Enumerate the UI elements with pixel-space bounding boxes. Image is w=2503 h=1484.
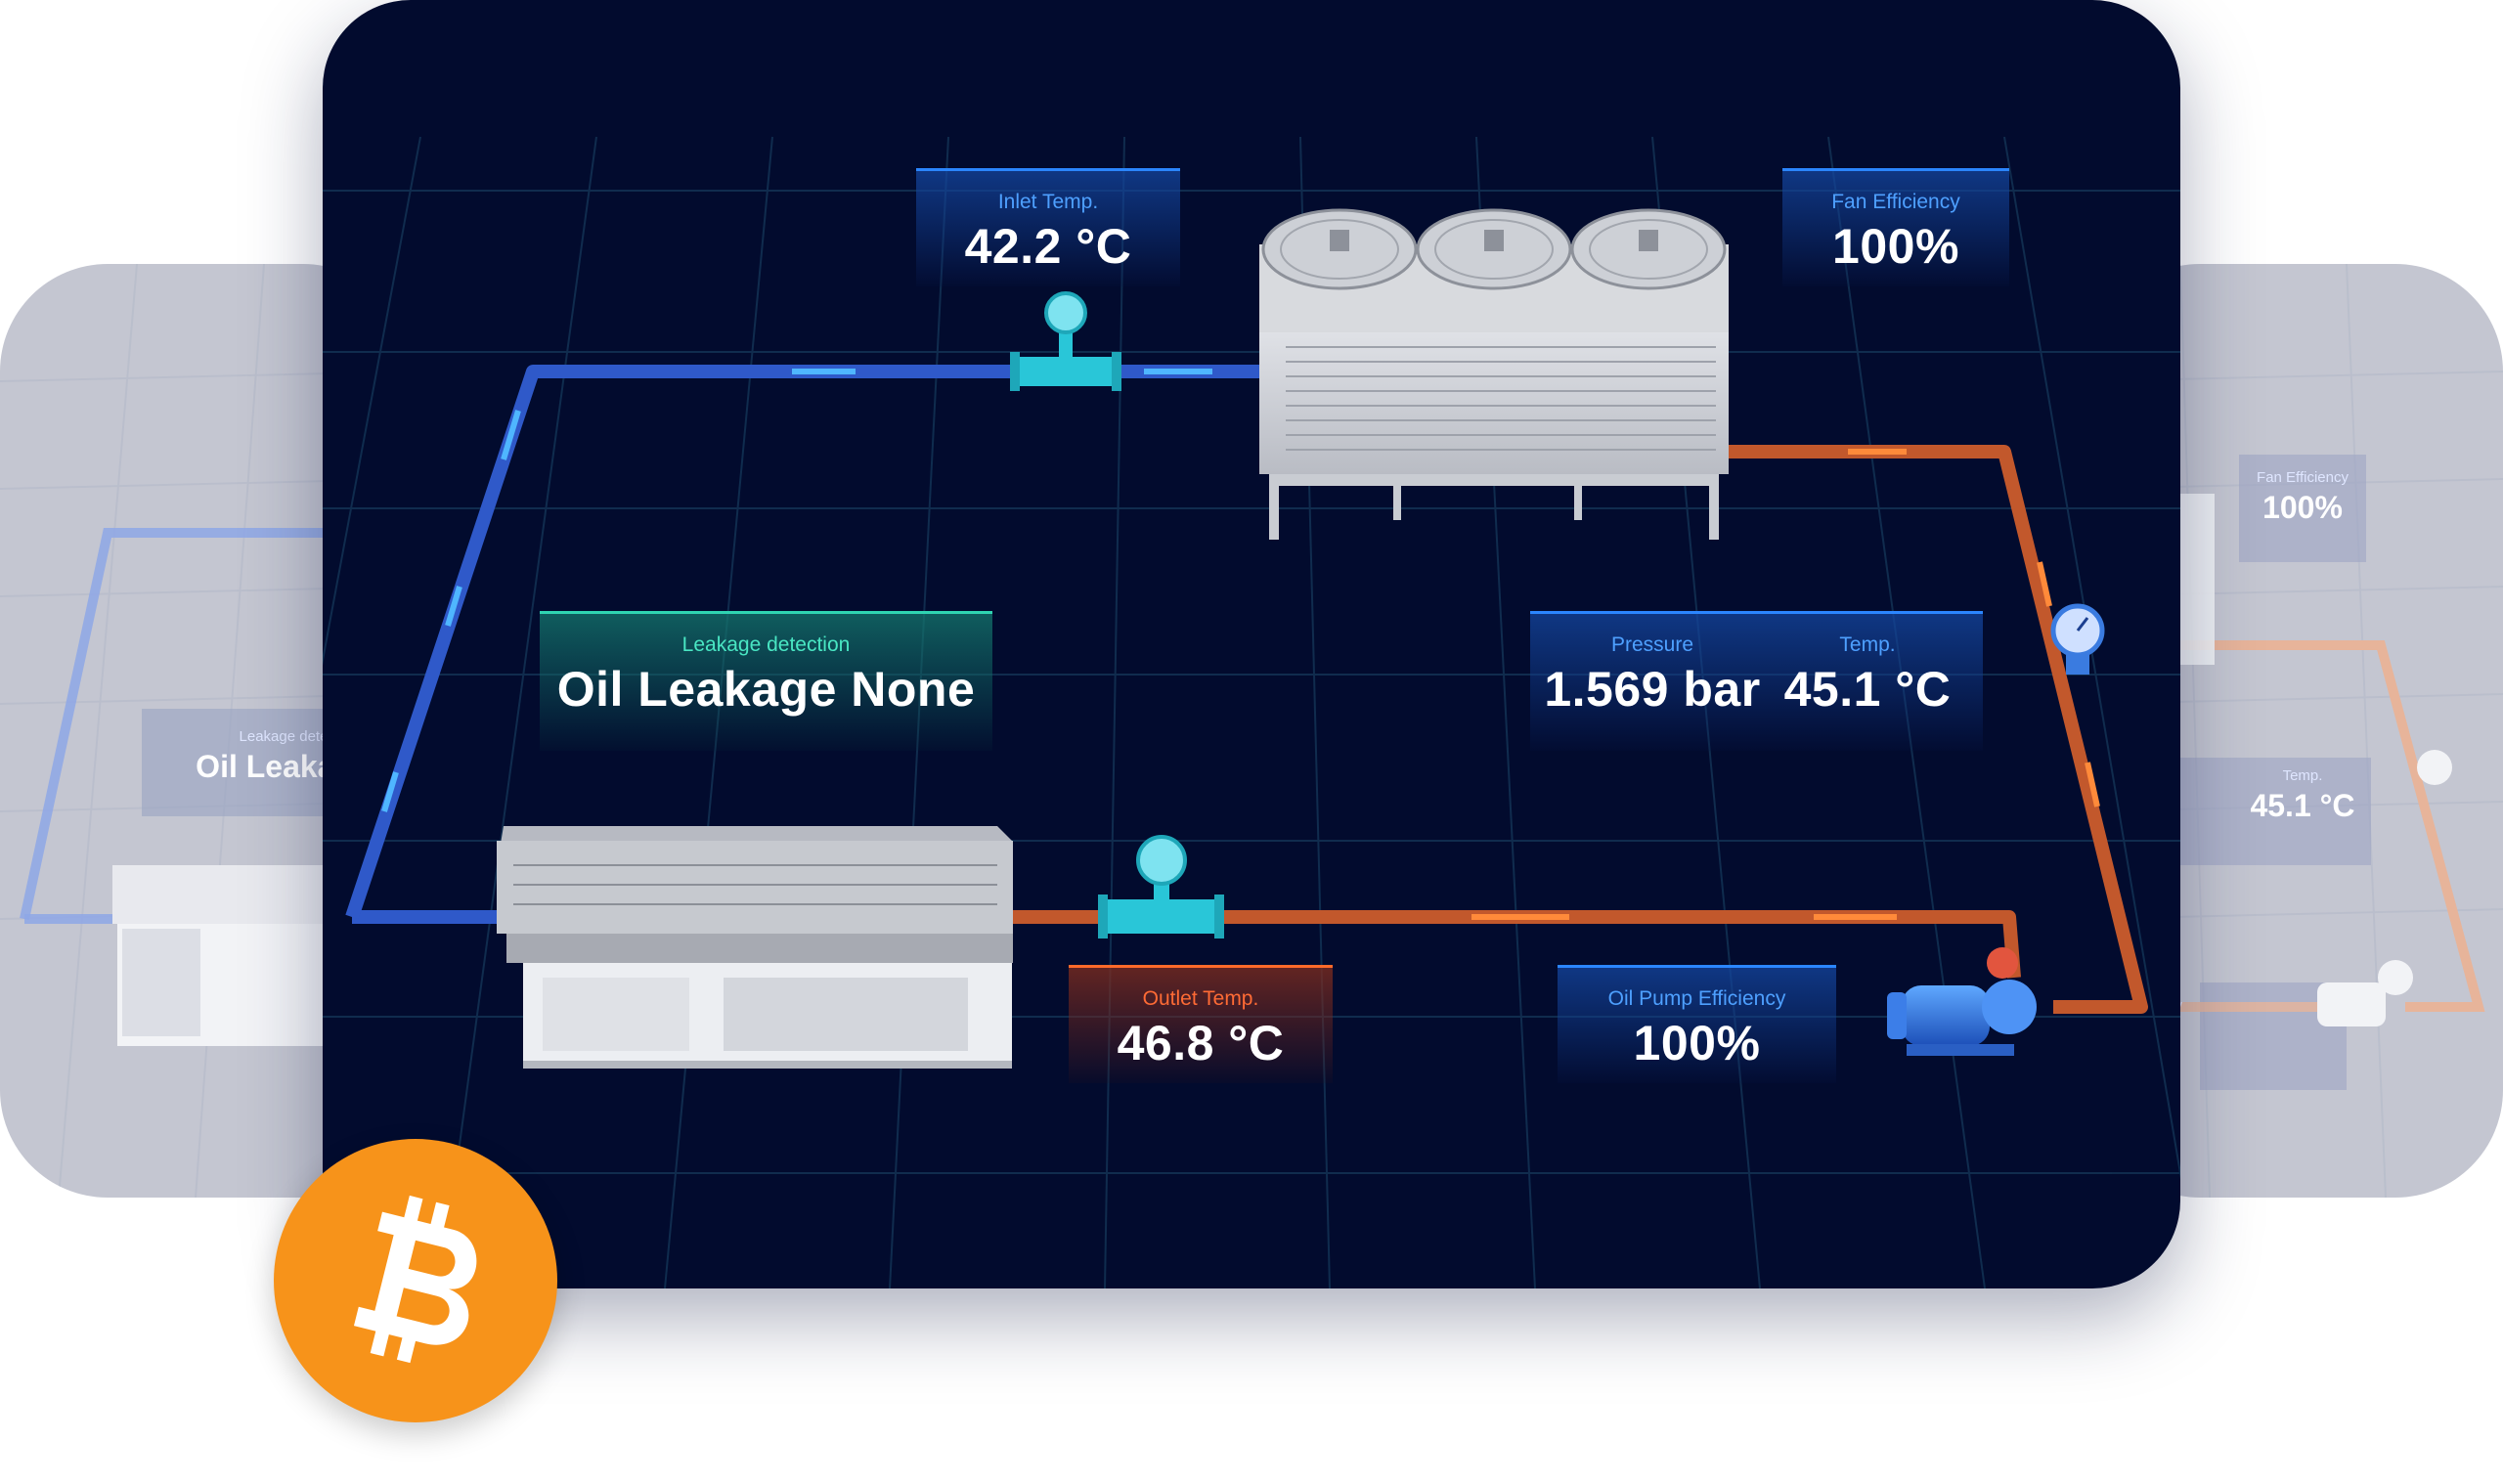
dry-cooler-unit xyxy=(1259,208,1729,540)
immersion-cooling-tank xyxy=(497,826,1013,1069)
inlet-flowmeter xyxy=(1010,291,1121,391)
outlet-temp-label: Outlet Temp. xyxy=(1142,987,1259,1010)
outlet-temp-panel: Outlet Temp. 46.8 °C xyxy=(1069,965,1333,1083)
bitcoin-badge xyxy=(274,1139,557,1422)
inlet-temp-panel: Inlet Temp. 42.2 °C xyxy=(916,168,1180,286)
leakage-detection-value: Oil Leakage None xyxy=(556,662,976,717)
ghost-temp-label: Temp. xyxy=(2282,767,2323,784)
cooling-system-dashboard: Inlet Temp. 42.2 °C Fan Efficiency 100% … xyxy=(323,0,2180,1288)
fan-efficiency-value: 100% xyxy=(1832,219,1959,274)
fan-efficiency-label: Fan Efficiency xyxy=(1831,191,1960,213)
cooling-fan-3 xyxy=(1570,208,1727,290)
leakage-detection-label: Leakage detection xyxy=(681,633,851,656)
fan-efficiency-panel: Fan Efficiency 100% xyxy=(1782,168,2009,286)
cooling-fan-2 xyxy=(1416,208,1572,290)
pressure-gauge xyxy=(2050,603,2105,675)
outlet-temp-value: 46.8 °C xyxy=(1117,1016,1285,1070)
ghost-temp-panel: Temp. 45.1 °C xyxy=(2239,767,2366,824)
pressure-temp-panel: Pressure 1.569 bar Temp. 45.1 °C xyxy=(1530,611,1983,751)
oil-pump-efficiency-value: 100% xyxy=(1633,1016,1761,1070)
ghost-fan-value: 100% xyxy=(2262,490,2343,525)
ghost-fan-panel: Fan Efficiency 100% xyxy=(2239,469,2366,526)
temp-label: Temp. xyxy=(1839,633,1896,656)
perspective-grid xyxy=(323,136,2180,1288)
faded-pressure-gauge xyxy=(2417,750,2452,785)
oil-pump xyxy=(1887,947,2037,1056)
ghost-fan-label: Fan Efficiency xyxy=(2257,469,2349,486)
oil-pump-efficiency-panel: Oil Pump Efficiency 100% xyxy=(1558,965,1836,1083)
cooling-loop-diagram xyxy=(323,136,2180,1288)
pressure-value: 1.569 bar xyxy=(1544,662,1761,717)
temp-reading: Temp. 45.1 °C xyxy=(1765,614,1970,718)
pressure-reading: Pressure 1.569 bar xyxy=(1530,614,1775,718)
pressure-label: Pressure xyxy=(1610,633,1694,656)
cooling-fan-1 xyxy=(1261,208,1418,290)
temp-value: 45.1 °C xyxy=(1783,662,1952,717)
ghost-temp-value: 45.1 °C xyxy=(2250,788,2355,823)
inlet-temp-value: 42.2 °C xyxy=(964,219,1132,274)
outlet-flowmeter xyxy=(1098,835,1224,938)
oil-pump-efficiency-label: Oil Pump Efficiency xyxy=(1607,987,1786,1010)
bitcoin-icon xyxy=(353,1195,477,1364)
faded-pump xyxy=(2317,960,2413,1026)
ghost-leakage-label: Leakage dete xyxy=(239,728,329,745)
inlet-temp-label: Inlet Temp. xyxy=(997,191,1099,213)
leakage-detection-panel: Leakage detection Oil Leakage None xyxy=(540,611,992,751)
